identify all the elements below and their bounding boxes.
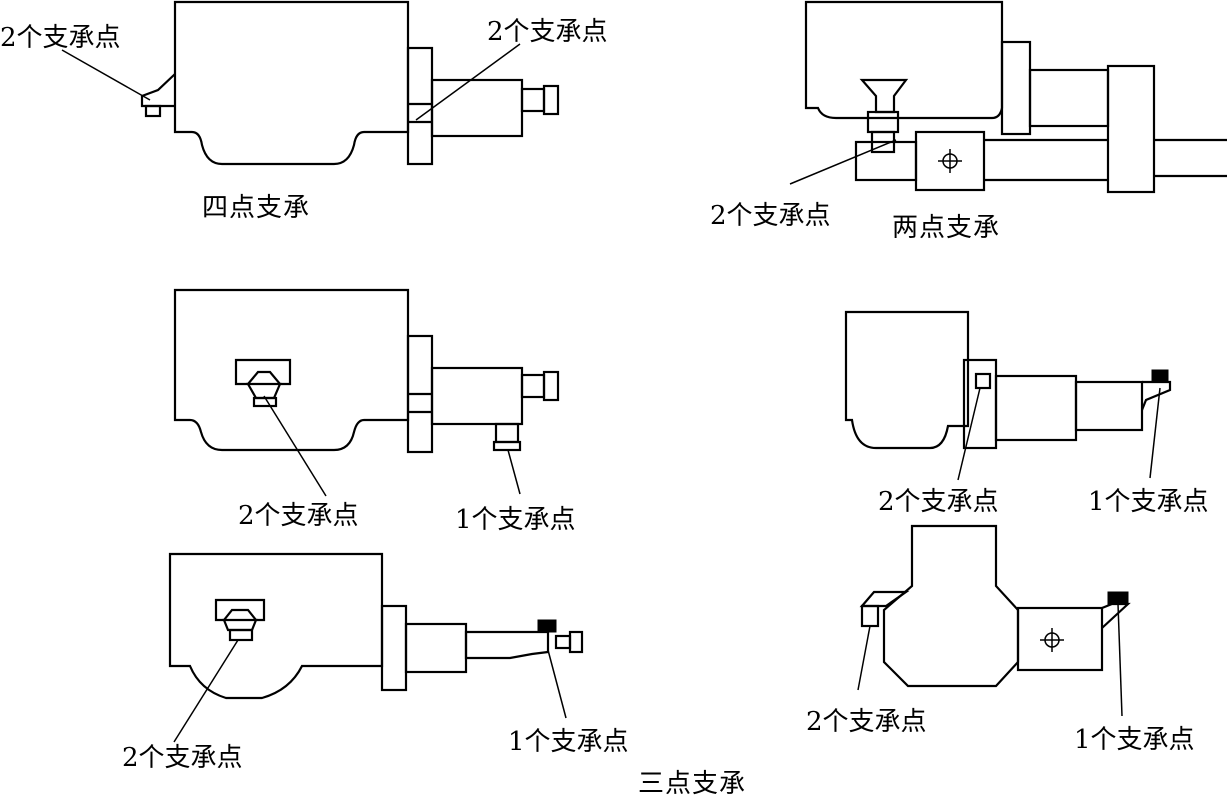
three-point-a-two-label: 2个支承点 [238, 501, 359, 531]
two-point-caption: 两点支承 [892, 213, 1000, 243]
two-point-figure [789, 0, 1227, 194]
three-point-figure-a [173, 288, 560, 497]
four-point-figure [61, 0, 560, 166]
three-point-figure-b [844, 310, 1172, 481]
three-point-c-one-label: 1个支承点 [508, 727, 629, 757]
three-point-d-one-label: 1个支承点 [1074, 725, 1195, 755]
three-point-b-two-label: 2个支承点 [878, 487, 999, 517]
two-point-support-label: 2个支承点 [710, 201, 831, 231]
four-point-right-label: 2个支承点 [487, 17, 608, 47]
four-point-caption: 四点支承 [202, 193, 310, 223]
three-point-a-one-label: 1个支承点 [455, 505, 576, 535]
four-point-left-label: 2个支承点 [0, 23, 121, 53]
three-point-caption: 三点支承 [638, 769, 746, 798]
three-point-b-one-label: 1个支承点 [1088, 487, 1209, 517]
three-point-c-two-label: 2个支承点 [122, 743, 243, 773]
three-point-figure-c [168, 552, 584, 743]
three-point-figure-d [857, 524, 1131, 717]
three-point-d-two-label: 2个支承点 [806, 707, 927, 737]
